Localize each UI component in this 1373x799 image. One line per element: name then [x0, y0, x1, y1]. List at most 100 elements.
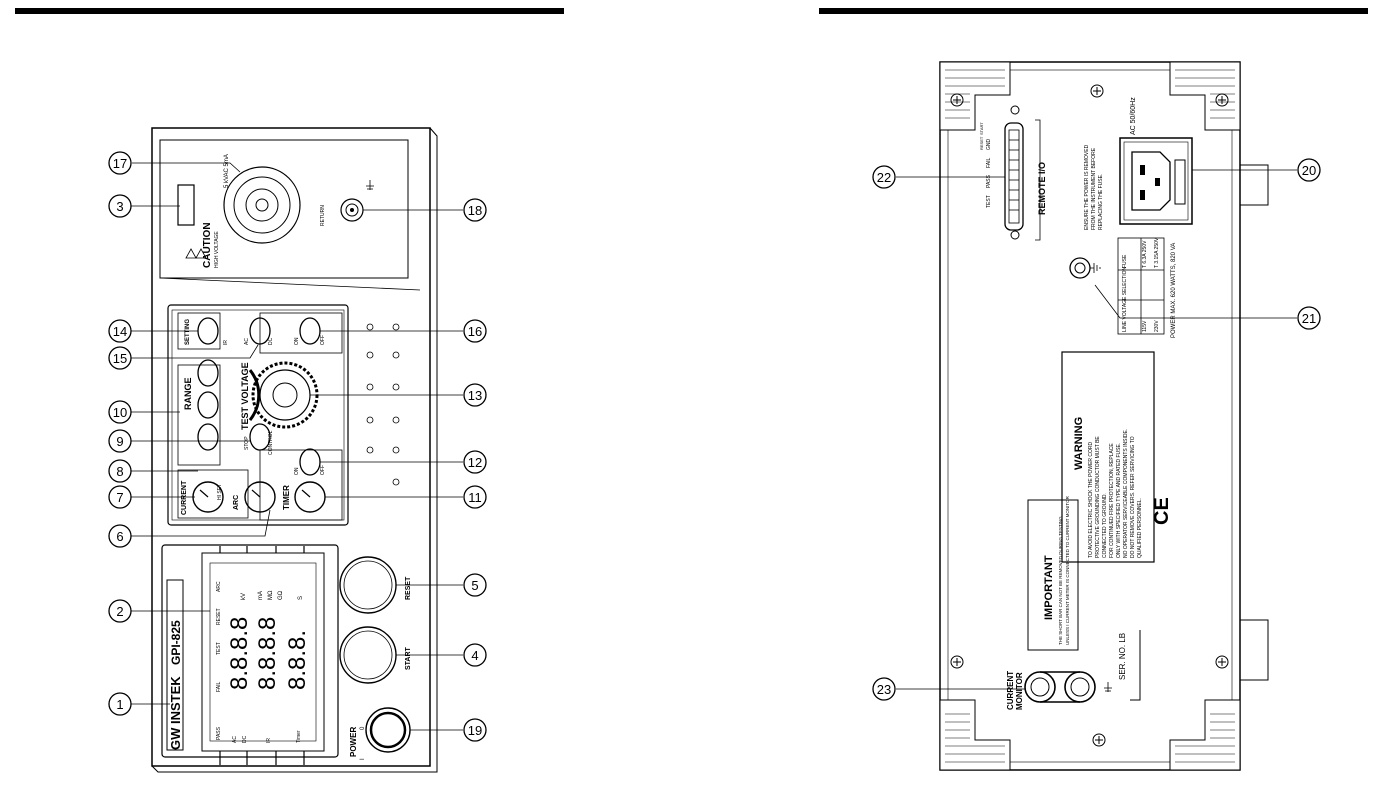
model-label: GPI-825	[169, 620, 183, 665]
remote-pin-reset: RESET	[979, 136, 984, 150]
arc-label: ARC	[233, 495, 240, 510]
fuse-notice-2: FROM THE INSTRUMENT BEFORE	[1091, 147, 1097, 230]
display-pass: PASS	[216, 726, 222, 740]
fuse-row2-v: 230V	[1154, 320, 1160, 332]
arc-stop-label: STOP	[244, 436, 250, 450]
callout-3: 3	[116, 199, 123, 214]
important-line-1: THE SHORT BAR CAN NOT BE REMOVED DURING …	[1058, 515, 1063, 645]
warning-line-8: QUALIFIED PERSONNEL.	[1137, 498, 1143, 558]
on-label: ON	[294, 337, 300, 345]
callout-13: 13	[468, 388, 482, 403]
power-label: POWER	[349, 727, 358, 757]
setting-buttons[interactable]	[197, 317, 219, 451]
hv-output-socket[interactable]	[223, 166, 301, 244]
remote-io-label: REMOTE I/O	[1037, 162, 1047, 215]
warning-line-5: ONLY WITH SPECIFIED TYPE AND RATED FUSE.	[1116, 443, 1122, 558]
range-label: RANGE	[183, 377, 193, 410]
arc-knob[interactable]	[244, 481, 276, 513]
start-label: START	[405, 646, 412, 670]
display-unit-gohm: GΩ	[278, 590, 284, 600]
callout-9: 9	[116, 434, 123, 449]
ac-inlet[interactable]	[1119, 137, 1193, 225]
remote-pin-pass: PASS	[986, 174, 992, 188]
remote-pin-start: START	[979, 122, 984, 135]
ground-icon-rear	[1090, 263, 1101, 273]
callout-16: 16	[468, 324, 482, 339]
brand-label: GW INSTEK	[168, 676, 183, 750]
display-row-voltage: 8.8.8.8	[226, 617, 253, 690]
reset-button[interactable]	[339, 556, 397, 614]
display-mode-ac: AC	[232, 736, 238, 743]
rear-panel-callouts: 22 20 21 23	[872, 158, 1321, 701]
fuse-row1-v: 115V	[1142, 320, 1148, 332]
ground-icon-monitor	[1104, 682, 1112, 692]
hv-indicator-window	[177, 184, 195, 226]
display-test: TEST	[216, 642, 222, 655]
ac-label: AC	[244, 338, 250, 345]
reset-label: RESET	[405, 576, 412, 600]
warning-line-7: DO NOT REMOVE COVERS. REFER SERVICING TO	[1130, 436, 1136, 558]
remote-pin-gnd: GND	[986, 139, 992, 151]
high-voltage-label: HIGH VOLTAGE	[214, 231, 220, 268]
remote-io-connector[interactable]	[1004, 122, 1024, 231]
display-unit-kv: kV	[241, 593, 247, 600]
callout-17: 17	[113, 156, 127, 171]
fuse-notice-3: REPLACING THE FUSE.	[1098, 174, 1104, 230]
callout-7: 7	[116, 490, 123, 505]
function-buttons[interactable]	[249, 317, 321, 476]
ac-rating-label: AC 50/60Hz	[1130, 97, 1137, 135]
callout-4: 4	[471, 648, 478, 663]
ce-mark: CE	[1151, 497, 1173, 525]
ground-stud[interactable]	[1069, 257, 1091, 279]
callout-15: 15	[113, 351, 127, 366]
important-line-2: UNLESS I CURRENT METER IS CONNECTED TO C…	[1065, 495, 1070, 645]
important-title: IMPORTANT	[1043, 555, 1055, 620]
important-box	[1027, 499, 1079, 651]
callout-2: 2	[116, 604, 123, 619]
display-reset: RESET	[216, 608, 222, 625]
test-voltage-knob[interactable]	[248, 361, 319, 429]
callout-6: 6	[116, 529, 123, 544]
fuse-row1-f: T 6.3A 250V	[1142, 240, 1148, 268]
front-panel-callouts: 17 3 14 15 10 9 8 7 6 2 1 16 13 12 11 5 …	[108, 151, 487, 742]
return-terminal[interactable]	[340, 198, 364, 222]
warning-line-2: PROTECTIVE GROUNDING CONDUCTOR MUST BE	[1095, 436, 1101, 558]
fuse-notice-1: ENSURE THE POWER IS REMOVED	[1084, 144, 1090, 230]
start-button[interactable]	[339, 626, 397, 684]
callout-23: 23	[877, 682, 891, 697]
fuse-header-line: LINE VOLTAGE SELECTION	[1122, 267, 1128, 332]
callout-20: 20	[1302, 163, 1316, 178]
power-on-state: I	[360, 758, 366, 760]
callout-5: 5	[471, 578, 478, 593]
timer-off-label: OFF	[320, 465, 326, 475]
current-monitor-jacks[interactable]	[1024, 671, 1096, 703]
display-unit-ma: mA	[258, 591, 264, 600]
timer-knob[interactable]	[294, 481, 326, 513]
timer-on-label: ON	[294, 467, 300, 475]
display-row-timer: 8.8.8.	[284, 630, 311, 690]
front-panel-drawing	[151, 127, 438, 773]
rear-panel-drawing	[939, 61, 1269, 771]
display-row-current: 8.8.8.8	[254, 617, 281, 690]
warning-line-4: FOR CONTINUED FIRE PROTECTION, REPLACE	[1109, 443, 1115, 558]
screws	[950, 84, 1229, 747]
test-voltage-label: TEST VOLTAGE	[240, 362, 250, 430]
callout-8: 8	[116, 464, 123, 479]
callout-18: 18	[468, 203, 482, 218]
right-header-rule	[819, 8, 1368, 14]
front-panel-labels: GW INSTEK GPI-825 CAUTION HIGH VOLTAGE 5…	[168, 154, 412, 760]
left-header-rule	[15, 8, 564, 14]
callout-21: 21	[1302, 311, 1316, 326]
display-slats	[219, 546, 305, 765]
warning-box	[1061, 351, 1155, 563]
power-switch[interactable]	[365, 707, 411, 753]
callout-1: 1	[116, 697, 123, 712]
ground-icon	[366, 180, 374, 190]
display-unit-mohm: MΩ	[268, 590, 274, 600]
hi-set-label: HI SET	[217, 484, 223, 500]
callout-19: 19	[468, 723, 482, 738]
display-mode-dc: DC	[242, 735, 248, 743]
callout-10: 10	[113, 405, 127, 420]
warning-line-3: CONNECTED TO GROUND.	[1102, 493, 1108, 558]
power-off-state: 0	[360, 726, 366, 730]
